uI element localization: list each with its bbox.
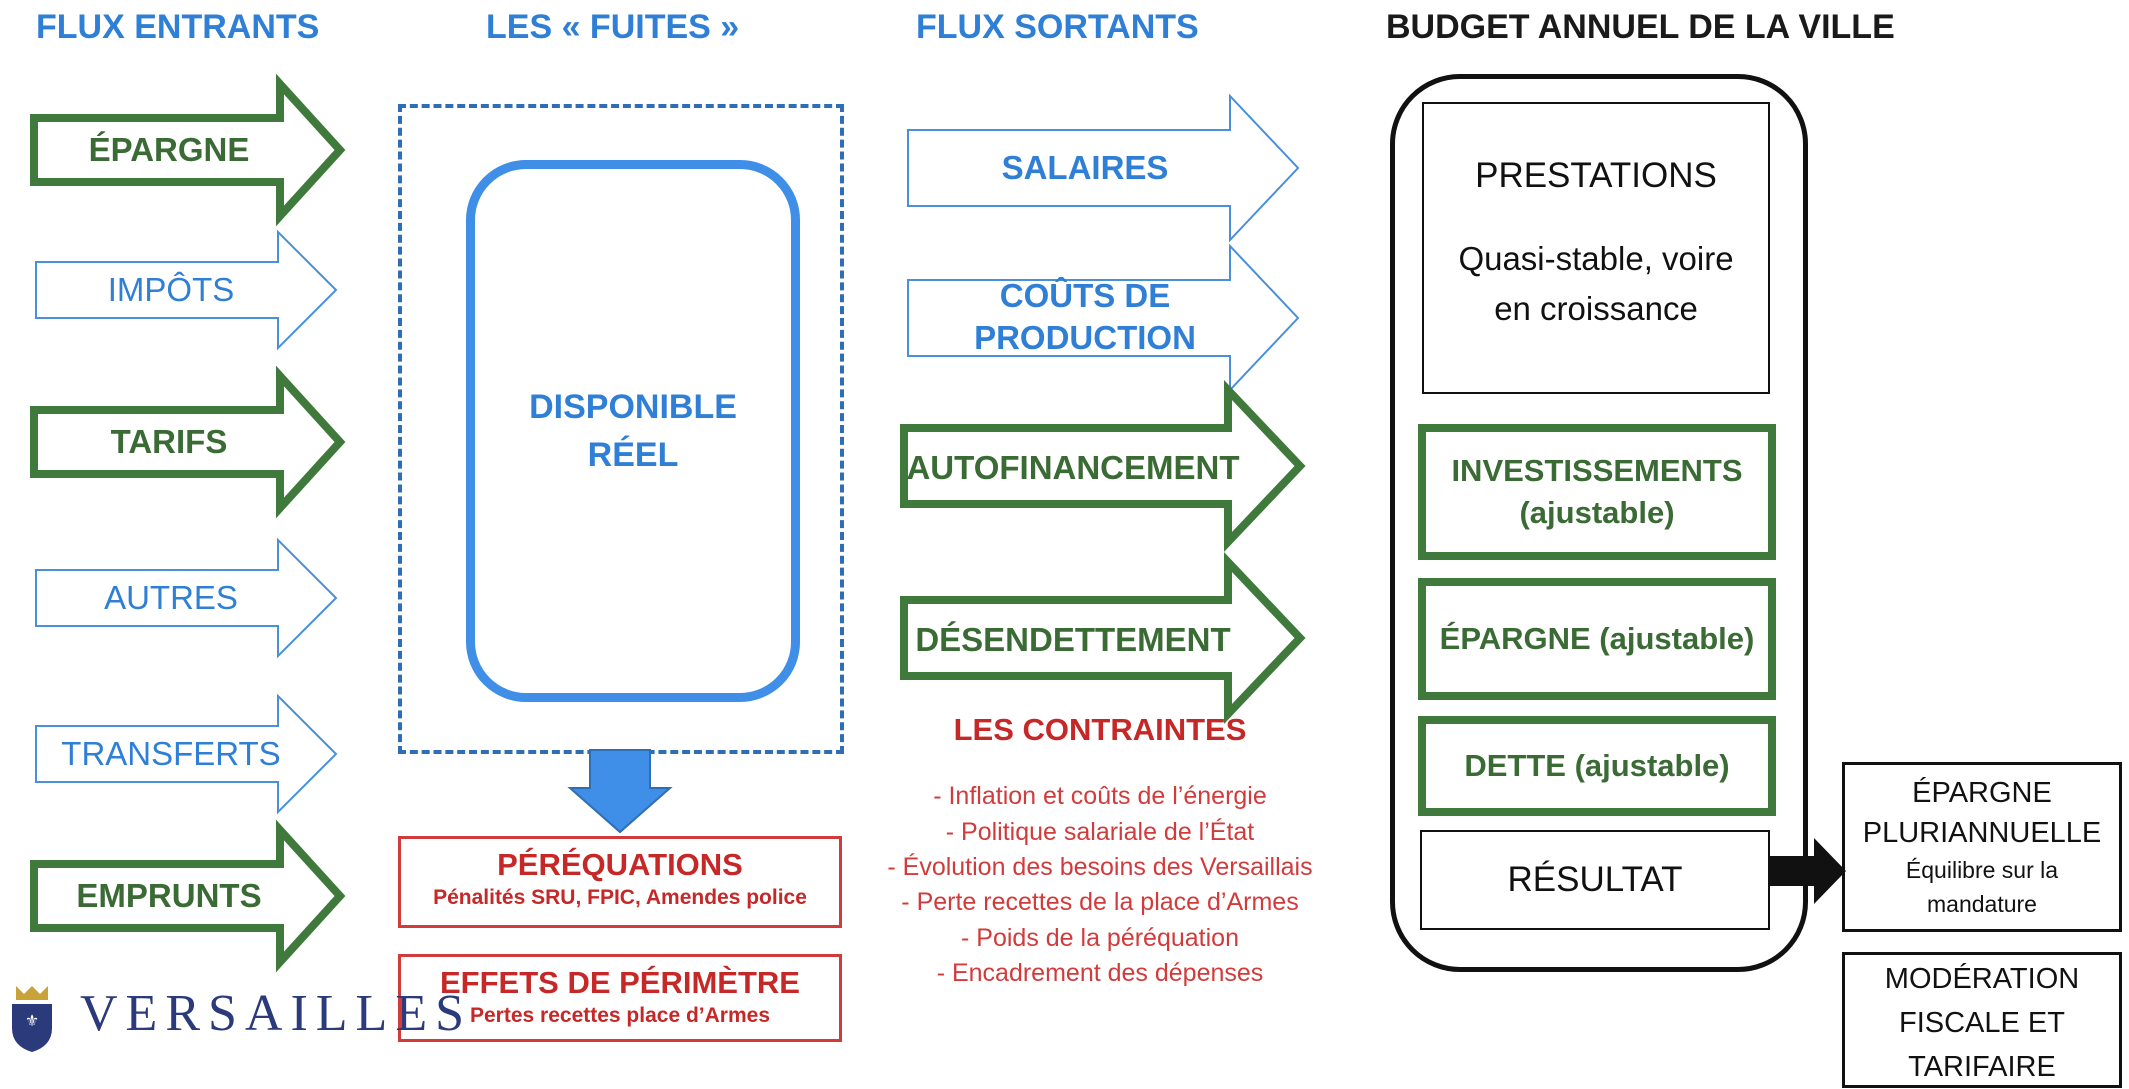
down-arrow-icon <box>567 749 673 834</box>
inflow-label-impots: IMPÔTS <box>107 271 235 308</box>
result-arrow-icon <box>1768 838 1846 904</box>
inflow-label-autres: AUTRES <box>104 579 238 616</box>
epargne-pluri-line4: mandature <box>1927 891 2037 917</box>
constraint-item: - Perte recettes de la place d’Armes <box>901 888 1299 916</box>
outflow-label-desendettement: DÉSENDETTEMENT <box>915 621 1231 658</box>
epargne-pluriannuelle-box: ÉPARGNE PLURIANNUELLE Équilibre sur la m… <box>1842 762 2122 932</box>
outflow-label-salaires: SALAIRES <box>1001 149 1169 186</box>
outflow-arrow-desendettement <box>900 551 1306 725</box>
prestations-line1: Quasi-stable, voire <box>1458 240 1734 277</box>
epargne-pluri-line1: ÉPARGNE <box>1912 777 2052 809</box>
perequations-title: PÉRÉQUATIONS <box>497 847 743 882</box>
investissements-line1: INVESTISSEMENTS <box>1451 453 1743 488</box>
dette-box: DETTE (ajustable) <box>1418 716 1776 816</box>
constraint-item: - Évolution des besoins des Versaillais <box>887 853 1313 881</box>
perequations-subtitle: Pénalités SRU, FPIC, Amendes police <box>433 886 807 909</box>
prestations-line2: en croissance <box>1494 290 1698 327</box>
constraint-item: - Politique salariale de l’État <box>945 818 1255 846</box>
epargne-pluri-line3: Équilibre sur la <box>1905 857 2059 883</box>
outflow-arrow-salaires <box>907 93 1300 243</box>
header-inflows: FLUX ENTRANTS <box>36 8 320 46</box>
perimetre-subtitle: Pertes recettes place d’Armes <box>470 1004 770 1027</box>
constraints-title: LES CONTRAINTES <box>953 712 1247 747</box>
outflow-label-autofinancement: AUTOFINANCEMENT <box>906 449 1240 486</box>
epargne-budget-label: ÉPARGNE (ajustable) <box>1439 621 1755 656</box>
inflow-arrow-transferts <box>35 693 338 815</box>
versailles-logo-text: VERSAILLES <box>80 985 472 1042</box>
header-leaks: LES « FUITES » <box>486 8 740 46</box>
investissements-line2: (ajustable) <box>1519 495 1675 530</box>
svg-text:⚜: ⚜ <box>25 1011 39 1030</box>
disponible-line2: RÉEL <box>587 436 679 474</box>
constraint-item: - Poids de la péréquation <box>961 924 1239 952</box>
resultat-label: RÉSULTAT <box>1507 860 1683 899</box>
header-budget: BUDGET ANNUEL DE LA VILLE <box>1386 8 1895 46</box>
inflow-arrow-emprunts <box>30 819 346 973</box>
budget-container <box>1390 74 1808 972</box>
versailles-crest-icon: ⚜ <box>12 986 52 1052</box>
inflow-label-tarifs: TARIFS <box>110 423 228 460</box>
outflow-arrow-autofinancement <box>900 379 1306 553</box>
moderation-box: MODÉRATION FISCALE ET TARIFAIRE <box>1842 952 2122 1088</box>
moderation-line2: FISCALE ET <box>1899 1007 2065 1039</box>
outflow-label-couts-line2: PRODUCTION <box>974 319 1196 356</box>
prestations-box: PRESTATIONS Quasi-stable, voire en crois… <box>1422 102 1770 394</box>
outflow-label-couts: COÛTS DE PRODUCTION <box>910 272 1260 362</box>
inflow-label-transferts: TRANSFERTS <box>61 735 281 772</box>
epargne-budget-box: ÉPARGNE (ajustable) <box>1418 578 1776 700</box>
perimetre-box: EFFETS DE PÉRIMÈTRE Pertes recettes plac… <box>398 954 842 1042</box>
disponible-reel-box: DISPONIBLE RÉEL <box>466 160 800 702</box>
constraint-item: - Encadrement des dépenses <box>936 959 1264 987</box>
disponible-line1: DISPONIBLE <box>529 388 737 426</box>
constraint-item: - Inflation et coûts de l’énergie <box>933 782 1267 810</box>
inflow-label-emprunts: EMPRUNTS <box>76 877 262 914</box>
header-outflows: FLUX SORTANTS <box>916 8 1199 46</box>
moderation-line1: MODÉRATION <box>1884 963 2080 995</box>
perimetre-title: EFFETS DE PÉRIMÈTRE <box>440 965 800 1000</box>
epargne-pluri-line2: PLURIANNUELLE <box>1862 817 2102 849</box>
perequations-box: PÉRÉQUATIONS Pénalités SRU, FPIC, Amende… <box>398 836 842 928</box>
inflow-arrow-impots <box>35 229 338 351</box>
resultat-box: RÉSULTAT <box>1420 830 1770 930</box>
investissements-box: INVESTISSEMENTS (ajustable) <box>1418 424 1776 560</box>
inflow-label-epargne: ÉPARGNE <box>88 131 250 168</box>
prestations-title: PRESTATIONS <box>1475 156 1717 195</box>
moderation-line3: TARIFAIRE <box>1908 1051 2056 1083</box>
outflow-arrow-couts <box>907 243 1300 393</box>
inflow-arrow-epargne <box>30 73 346 227</box>
dette-label: DETTE (ajustable) <box>1464 748 1730 783</box>
outflow-label-couts-line1: COÛTS DE <box>999 277 1171 314</box>
inflow-arrow-autres <box>35 537 338 659</box>
inflow-arrow-tarifs <box>30 365 346 519</box>
